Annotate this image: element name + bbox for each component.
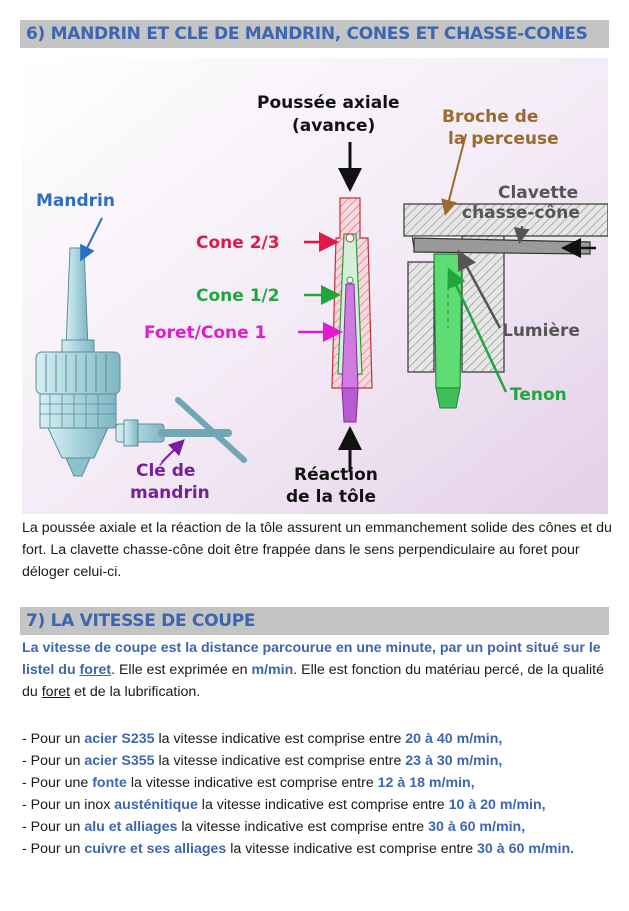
speed-material: austénitique bbox=[114, 797, 198, 813]
speed-range: 20 à 40 m/min, bbox=[405, 731, 503, 747]
speed-prefix: - Pour un bbox=[22, 753, 85, 769]
section-6-banner: 6) MANDRIN ET CLE DE MANDRIN, CONES ET C… bbox=[20, 20, 609, 48]
speed-prefix: - Pour un bbox=[22, 731, 85, 747]
drill-chuck-figure: Mandrin Clé de mandrin Poussée axiale (a… bbox=[22, 58, 609, 514]
speed-item: - Pour un inox austénitique la vitesse i… bbox=[22, 794, 612, 816]
cutting-speed-intro: La vitesse de coupe est la distance parc… bbox=[22, 637, 612, 703]
speed-middle: la vitesse indicative est comprise entre bbox=[126, 775, 378, 791]
foret-link-1[interactable]: foret bbox=[79, 662, 112, 678]
label-cle-line2: mandrin bbox=[130, 483, 210, 503]
speed-list: - Pour un acier S235 la vitesse indicati… bbox=[22, 728, 612, 860]
speed-range: 30 à 60 m/min. bbox=[477, 841, 575, 857]
drill-chuck-drawing bbox=[35, 247, 121, 477]
speed-range: 12 à 18 m/min, bbox=[377, 775, 475, 791]
speed-range: 23 à 30 m/min, bbox=[405, 753, 503, 769]
speed-middle: la vitesse indicative est comprise entre bbox=[197, 797, 449, 813]
label-poussee-line1: Poussée axiale bbox=[257, 93, 400, 113]
speed-item: - Pour un cuivre et ses alliages la vite… bbox=[22, 838, 612, 860]
section-7-title: 7) LA VITESSE DE COUPE bbox=[26, 611, 256, 631]
figure-caption: La poussée axiale et la réaction de la t… bbox=[22, 520, 612, 580]
speed-middle: la vitesse indicative est comprise entre bbox=[154, 753, 406, 769]
arrow-tenon bbox=[447, 267, 508, 393]
speed-prefix: - Pour un bbox=[22, 841, 85, 857]
label-foret-cone1: Foret/Cone 1 bbox=[144, 323, 266, 343]
intro-text-3: et de la lubrification. bbox=[70, 684, 201, 700]
speed-middle: la vitesse indicative est comprise entre bbox=[177, 819, 429, 835]
speed-material: cuivre et ses alliages bbox=[84, 841, 227, 857]
speed-item: - Pour une fonte la vitesse indicative e… bbox=[22, 772, 612, 794]
label-poussee-line2: (avance) bbox=[292, 116, 375, 136]
label-broche-line2: la perceuse bbox=[448, 129, 559, 149]
speed-middle: la vitesse indicative est comprise entre bbox=[154, 731, 406, 747]
speed-item: - Pour un alu et alliages la vitesse ind… bbox=[22, 816, 612, 838]
speed-item: - Pour un acier S355 la vitesse indicati… bbox=[22, 750, 612, 772]
label-reaction-line2: de la tôle bbox=[286, 487, 376, 507]
speed-middle: la vitesse indicative est comprise entre bbox=[226, 841, 478, 857]
speed-material: fonte bbox=[92, 775, 127, 791]
speed-material: alu et alliages bbox=[84, 819, 178, 835]
label-cle-line1: Clé de bbox=[136, 461, 195, 481]
label-clavette-line1: Clavette bbox=[498, 183, 578, 203]
intro-text-2: . Elle est fonction du matériau percé, d… bbox=[22, 662, 604, 700]
arrow-cle bbox=[161, 439, 185, 463]
speed-range: 30 à 60 m/min, bbox=[428, 819, 526, 835]
diagram-svg: Mandrin Clé de mandrin Poussée axiale (a… bbox=[22, 58, 609, 514]
label-clavette-line2: chasse-cône bbox=[462, 203, 580, 223]
speed-material: acier S235 bbox=[84, 731, 155, 747]
label-cone12: Cone 1/2 bbox=[196, 286, 280, 306]
section-6-title: 6) MANDRIN ET CLE DE MANDRIN, CONES ET C… bbox=[26, 24, 588, 44]
speed-prefix: - Pour un bbox=[22, 819, 85, 835]
intro-text-1: . Elle est exprimée en bbox=[111, 662, 252, 678]
arrow-broche bbox=[441, 133, 467, 216]
label-tenon: Tenon bbox=[510, 385, 567, 405]
label-cone23: Cone 2/3 bbox=[196, 233, 280, 253]
label-mandrin: Mandrin bbox=[36, 191, 115, 211]
intro-definition: La vitesse de coupe est la distance parc… bbox=[22, 640, 601, 678]
speed-range: 10 à 20 m/min, bbox=[448, 797, 546, 813]
arrow-lumiere bbox=[457, 249, 502, 329]
intro-unit: m/min bbox=[251, 662, 294, 678]
speed-prefix: - Pour une bbox=[22, 775, 93, 791]
speed-item: - Pour un acier S235 la vitesse indicati… bbox=[22, 728, 612, 750]
speed-material: acier S355 bbox=[84, 753, 155, 769]
section-7-banner: 7) LA VITESSE DE COUPE bbox=[20, 607, 609, 635]
label-reaction-line1: Réaction bbox=[294, 465, 378, 485]
arrow-clavette bbox=[513, 225, 530, 244]
speed-prefix: - Pour un inox bbox=[22, 797, 115, 813]
foret-link-2[interactable]: foret bbox=[41, 684, 71, 700]
label-lumiere: Lumière bbox=[502, 321, 580, 341]
chuck-key-drawing bbox=[115, 397, 247, 463]
label-broche-line1: Broche de bbox=[442, 107, 538, 127]
arrow-mandrin bbox=[80, 217, 103, 262]
